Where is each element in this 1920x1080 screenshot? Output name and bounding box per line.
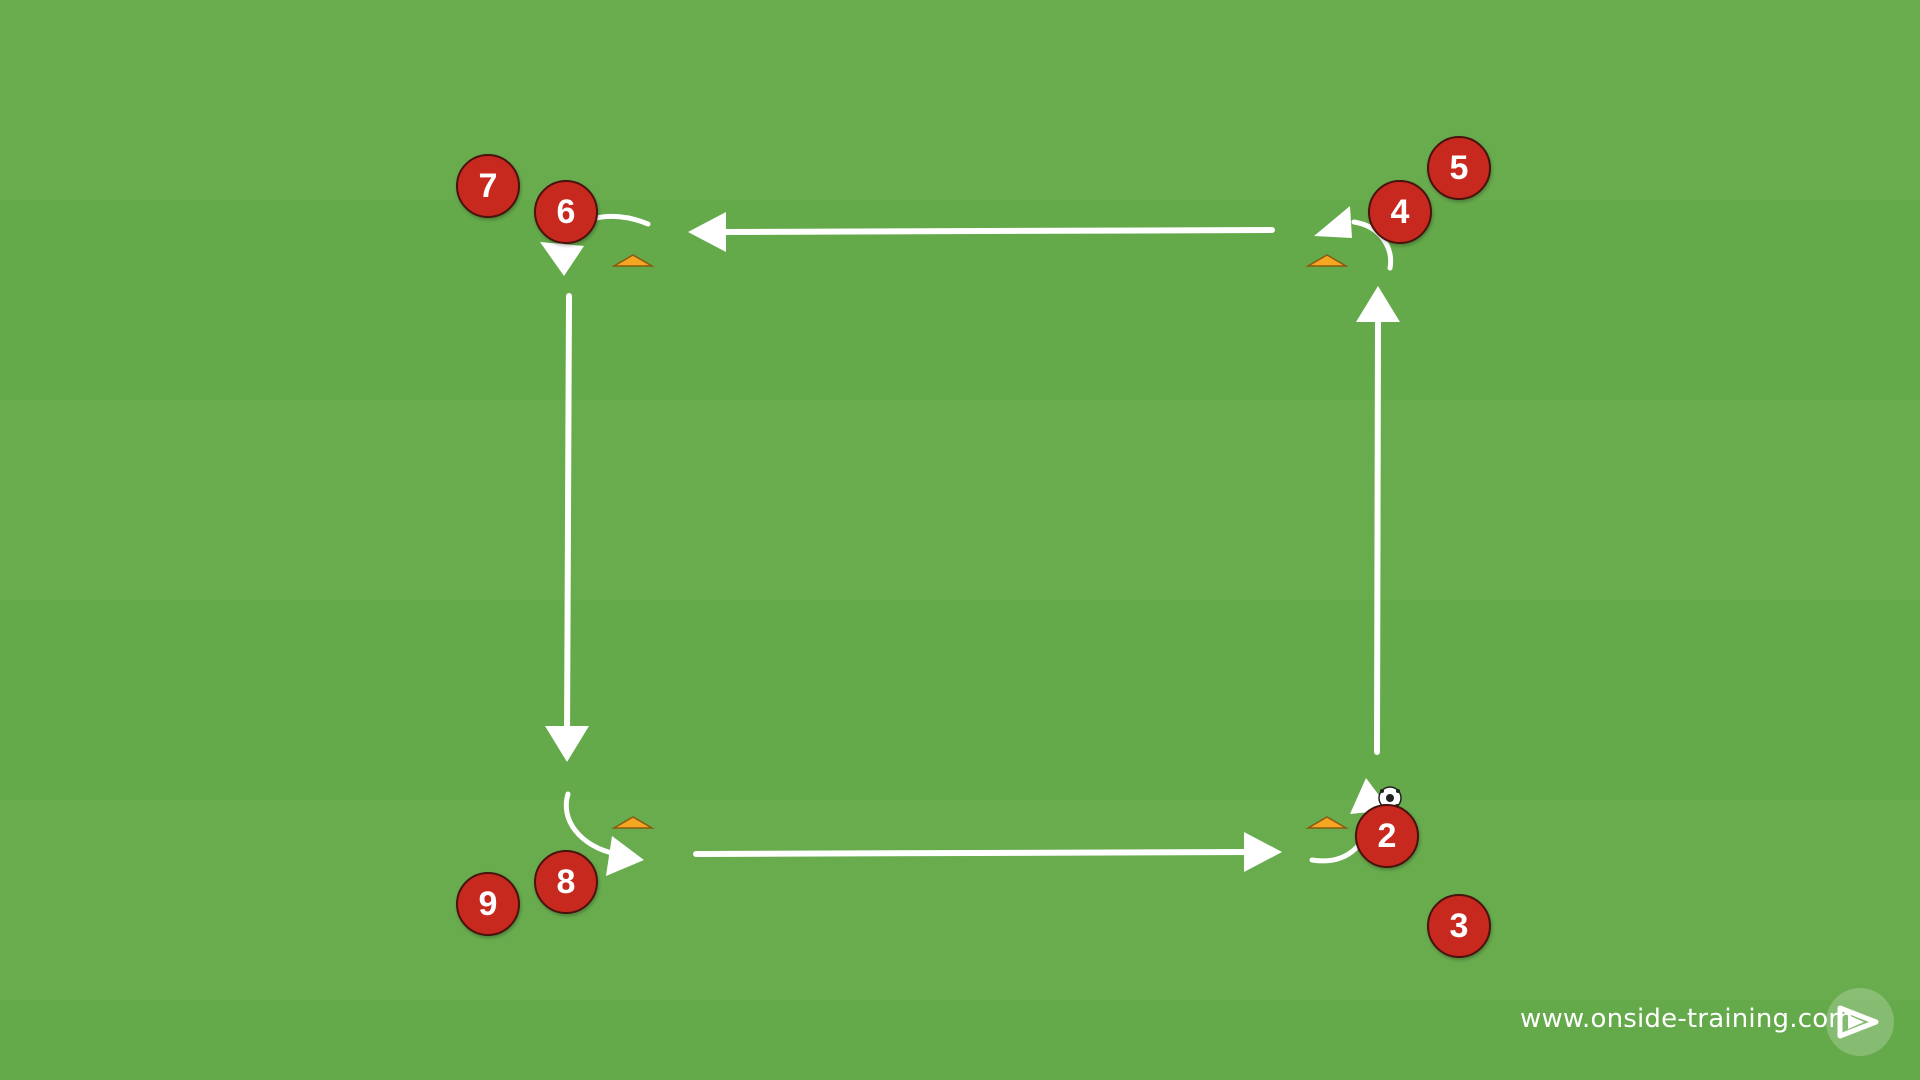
cone-top-left: [611, 254, 655, 267]
curve-head-top-left: [540, 242, 584, 276]
player-5: 5: [1427, 136, 1491, 200]
arrow-bottom: [693, 849, 1253, 857]
arrow-head-bottom: [1244, 832, 1282, 872]
player-9: 9: [456, 872, 520, 936]
player-4: 4: [1368, 180, 1432, 244]
onside-logo-icon: [1826, 988, 1894, 1056]
cone-top-right: [1305, 254, 1349, 267]
cone-bottom-left: [611, 816, 655, 829]
player-3: 3: [1427, 894, 1491, 958]
arrow-head-right: [1356, 286, 1400, 322]
arrow-head-left: [545, 726, 589, 762]
curve-head-bottom-left: [606, 836, 644, 876]
brand-url[interactable]: www.onside-training.com: [1520, 1004, 1854, 1034]
cone-bottom-right: [1305, 816, 1349, 829]
curve-arrow-bottom-left: [563, 791, 619, 857]
player-6: 6: [534, 180, 598, 244]
player-7: 7: [456, 154, 520, 218]
arrow-top: [717, 227, 1275, 235]
arrow-right: [1374, 317, 1381, 755]
player-8: 8: [534, 850, 598, 914]
soccer-ball-icon: [1378, 786, 1402, 810]
arrow-head-top: [688, 212, 726, 252]
curve-head-top-right: [1314, 206, 1352, 238]
player-2: 2: [1355, 804, 1419, 868]
arrow-left: [564, 293, 572, 743]
